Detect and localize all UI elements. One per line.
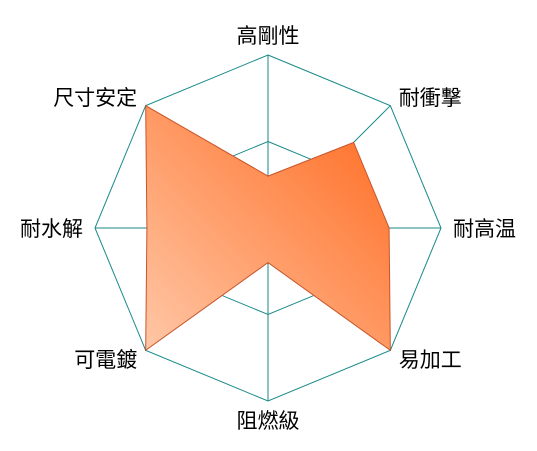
data-point-2 — [353, 141, 355, 143]
axis-label-8: 尺寸安定 — [53, 86, 137, 110]
axis-label-2: 耐衝撃 — [399, 86, 462, 110]
axis-label-4: 易加工 — [399, 348, 462, 372]
radar-series-area — [145, 104, 391, 352]
data-point-5 — [267, 262, 269, 264]
axis-label-1: 高剛性 — [237, 24, 300, 48]
data-point-8 — [145, 105, 147, 107]
axis-label-5: 阻燃級 — [237, 409, 300, 433]
axis-label-7: 耐水解 — [20, 217, 83, 241]
axis-label-3: 耐高温 — [453, 217, 516, 241]
data-point-4 — [389, 349, 391, 351]
data-point-6 — [145, 349, 147, 351]
data-point-3 — [388, 227, 390, 229]
data-point-7 — [146, 227, 148, 229]
data-point-1 — [267, 175, 269, 177]
axis-label-6: 可電鍍 — [74, 348, 137, 372]
